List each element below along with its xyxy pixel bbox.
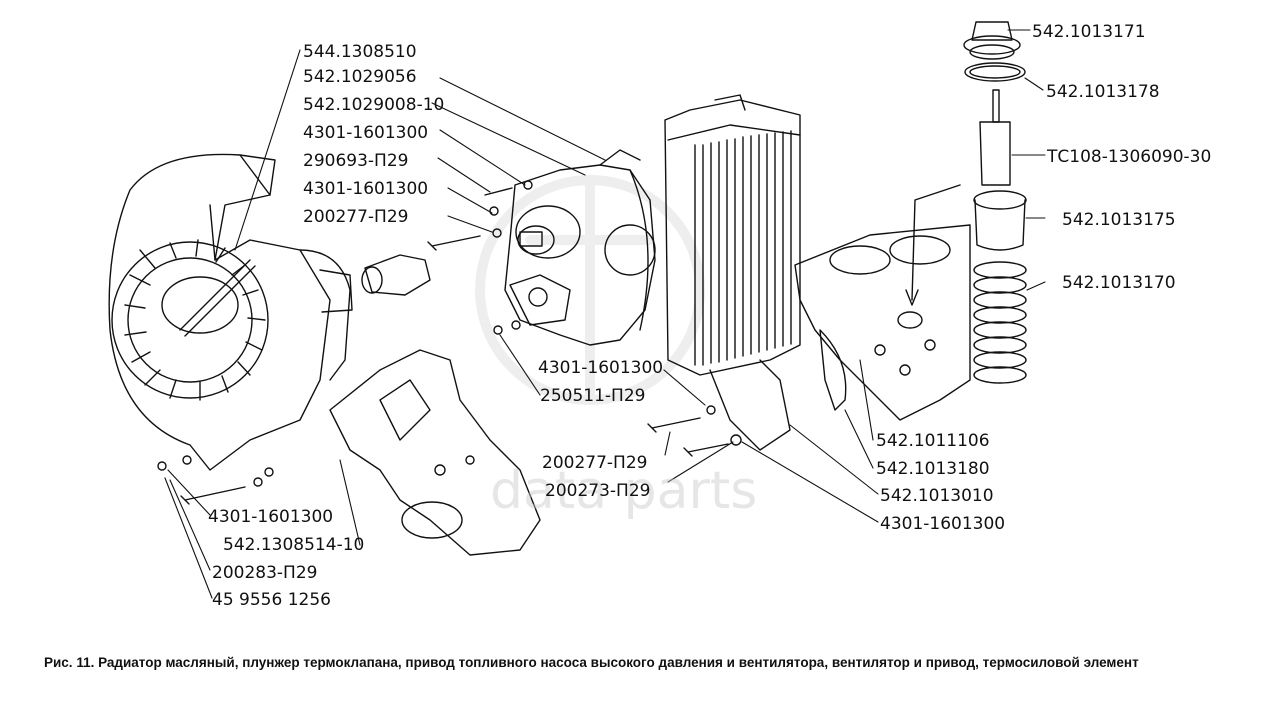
part-label: 200283-П29 (212, 563, 317, 583)
watermark-text: data parts (490, 461, 757, 521)
part-label: 542.1308514-10 (223, 535, 364, 555)
oil-radiator (664, 94, 801, 451)
drive-bracket (329, 349, 541, 556)
part-label: ТС108-1306090-30 (1046, 147, 1211, 167)
part-label: 4301-1601300 (880, 514, 1005, 534)
thermostat-stack (905, 21, 1027, 384)
engine-block (794, 224, 971, 421)
part-label: 4301-1601300 (208, 507, 333, 527)
figure-caption: Рис. 11. Радиатор масляный, плунжер терм… (44, 655, 1139, 670)
leader-lines (164, 29, 1046, 599)
part-label: 200277-П29 (303, 207, 408, 227)
fan-housing (108, 153, 353, 471)
watermark-logo (475, 175, 705, 405)
part-label: 4301-1601300 (303, 123, 428, 143)
fasteners (157, 180, 742, 505)
part-label: 542.1011106 (876, 431, 990, 451)
part-label: 542.1013175 (1062, 210, 1176, 230)
part-label: 4301-1601300 (303, 179, 428, 199)
part-label: 4301-1601300 (538, 358, 663, 378)
part-label: 542.1013180 (876, 459, 990, 479)
part-label: 542.1029056 (303, 67, 417, 87)
part-label: 542.1013010 (880, 486, 994, 506)
part-label: 542.1013170 (1062, 273, 1176, 293)
part-label: 200277-П29 (542, 453, 647, 473)
part-label: 542.1013171 (1032, 22, 1146, 42)
part-label: 200273-П29 (545, 481, 650, 501)
part-label: 250511-П29 (540, 386, 645, 406)
coupling-sleeve (361, 254, 431, 296)
part-labels: 544.1308510 542.1029056 542.1029008-10 4… (208, 22, 1211, 610)
part-label: 542.1013178 (1046, 82, 1160, 102)
pump-drive-housing (504, 149, 656, 346)
part-label: 45 9556 1256 (212, 590, 331, 610)
part-label: 544.1308510 (303, 42, 417, 62)
part-label: 542.1029008-10 (303, 95, 444, 115)
part-label: 290693-П29 (303, 151, 408, 171)
